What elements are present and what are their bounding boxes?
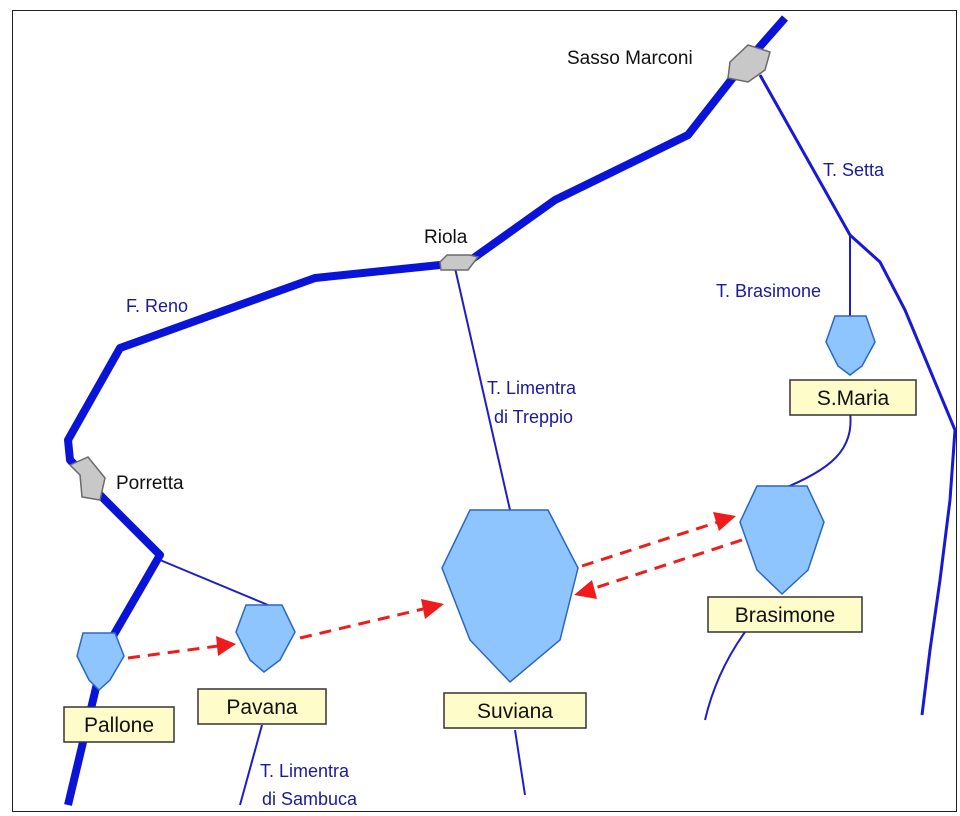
- brasimone-to-suviana-arrowhead: [574, 580, 597, 599]
- suviana-to-brasimone-arrowhead: [713, 512, 736, 531]
- porretta-town-icon: [68, 456, 106, 501]
- limentra-sambuca-label-line1: T. Limentra: [260, 761, 350, 781]
- limentra-treppio-label-line2: di Treppio: [494, 407, 573, 427]
- limentra-treppio-label-line1: T. Limentra: [487, 378, 577, 398]
- limentra-sambuca-outflow: [239, 724, 263, 806]
- limentra-treppio-river: [454, 267, 511, 511]
- brasimone-river-label: T. Brasimone: [716, 281, 821, 301]
- pallone-label: Pallone: [84, 714, 154, 737]
- pavana-box: [197, 688, 327, 725]
- limentra-sambuca-label-line2: di Sambuca: [262, 789, 358, 809]
- pavana-label: Pavana: [226, 696, 298, 719]
- pallone-to-pavana-arrow: [127, 644, 219, 660]
- pallone-box: [63, 706, 175, 743]
- setta-label: T. Setta: [823, 160, 885, 180]
- suviana-reservoir: [441, 509, 579, 684]
- suviana-label: Suviana: [477, 700, 553, 723]
- reno-river: [64, 15, 789, 806]
- brasimone-river-lower: [779, 411, 852, 491]
- sasso-marconi-label: Sasso Marconi: [567, 48, 693, 69]
- brasimone-box: [707, 596, 863, 633]
- pavana-reservoir: [235, 604, 296, 673]
- pavana-to-suviana-arrowhead: [421, 599, 444, 619]
- limentra-sambuca-river: [159, 559, 269, 606]
- pallone-reservoir: [76, 632, 125, 692]
- brasimone-outflow: [704, 631, 746, 721]
- suviana-to-brasimone-arrow: [581, 520, 719, 568]
- s-maria-reservoir: [825, 315, 876, 376]
- limentra-treppio-outflow: [514, 729, 526, 796]
- brasimone-label: Brasimone: [735, 604, 835, 627]
- suviana-box: [443, 692, 587, 729]
- s-maria-box: [789, 379, 917, 416]
- reno-label: F. Reno: [126, 296, 188, 316]
- s-maria-label: S.Maria: [817, 387, 890, 410]
- sasso-marconi-town-icon: [727, 44, 771, 83]
- porretta-label: Porretta: [116, 473, 184, 494]
- pallone-to-pavana-arrowhead: [216, 636, 236, 656]
- riola-town-icon: [439, 254, 480, 271]
- brasimone-to-suviana-arrow: [594, 538, 743, 590]
- pavana-to-suviana-arrow: [299, 607, 424, 640]
- brasimone-reservoir: [739, 485, 825, 596]
- riola-label: Riola: [424, 227, 468, 248]
- setta-river: [758, 74, 957, 716]
- diagram-frame: [12, 10, 957, 812]
